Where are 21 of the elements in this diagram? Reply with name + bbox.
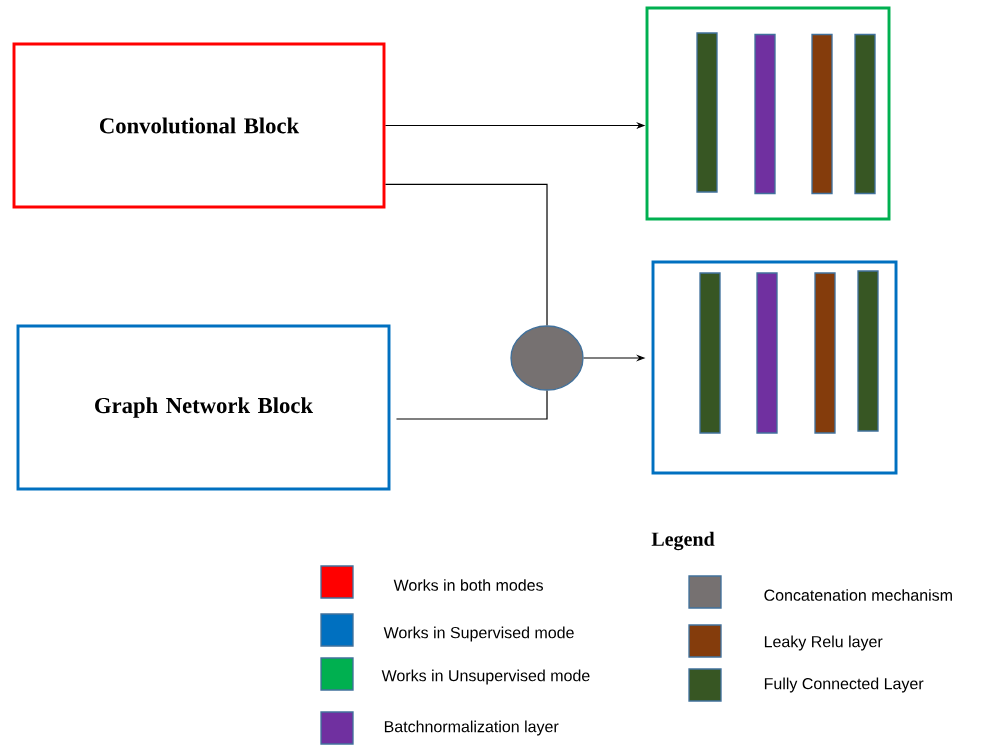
layer-bar (756, 272, 778, 434)
process-box: Graph Network Block (16, 324, 391, 491)
legend-text: Fully Connected Layer (764, 677, 924, 693)
legend-text: Works in Unsupervised mode (381, 669, 590, 685)
layer-bar (696, 32, 718, 193)
legend-text: Works in Supervised mode (383, 626, 574, 642)
process-box: Convolutional Block (12, 42, 386, 209)
layer-bar (857, 270, 879, 432)
layer-bar (699, 272, 721, 434)
legend-text: Concatenation mechanism (764, 589, 952, 601)
concatenation-circle (510, 325, 584, 391)
layer-bar (811, 33, 833, 195)
legend-text: Leaky Relu layer (764, 635, 883, 651)
legend-title: Legend (651, 531, 715, 551)
legend-text: Works in both modes (393, 579, 543, 591)
layer-bar (814, 272, 836, 434)
layer-bar (754, 33, 776, 195)
layer-bar (854, 33, 876, 195)
layer-stack-box (651, 260, 898, 475)
legend-text: Batchnormalization layer (384, 720, 559, 736)
layer-stack-box (645, 6, 891, 221)
